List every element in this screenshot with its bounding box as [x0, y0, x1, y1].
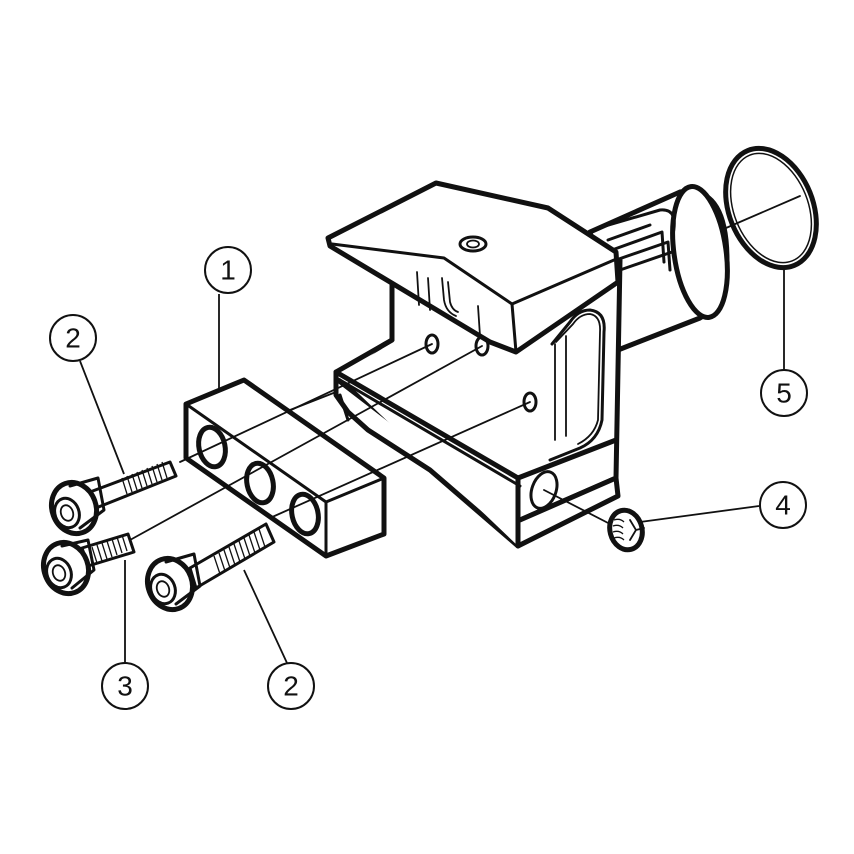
callout-3: 3 — [101, 662, 149, 710]
callout-2-upper: 2 — [49, 314, 97, 362]
leader-lines — [79, 270, 785, 664]
tool-marking-glyph — [416, 271, 481, 337]
callout-label: 5 — [776, 378, 792, 409]
callout-label: 4 — [775, 490, 791, 521]
callout-label: 2 — [283, 671, 299, 702]
assembly-centerlines — [129, 195, 801, 541]
callout-4: 4 — [759, 481, 807, 529]
callout-2-lower: 2 — [267, 662, 315, 710]
callout-label: 2 — [65, 323, 81, 354]
shank-teeth — [596, 208, 676, 272]
callout-1: 1 — [204, 246, 252, 294]
screw-lower — [144, 522, 276, 613]
screw-middle — [40, 532, 136, 597]
callout-label: 3 — [117, 671, 133, 702]
holder-body — [325, 180, 730, 549]
callout-5: 5 — [760, 369, 808, 417]
callout-label: 1 — [220, 255, 236, 286]
o-ring — [723, 145, 819, 271]
clamp-block — [183, 377, 387, 559]
screw-upper — [48, 460, 178, 537]
set-screw — [607, 507, 645, 553]
